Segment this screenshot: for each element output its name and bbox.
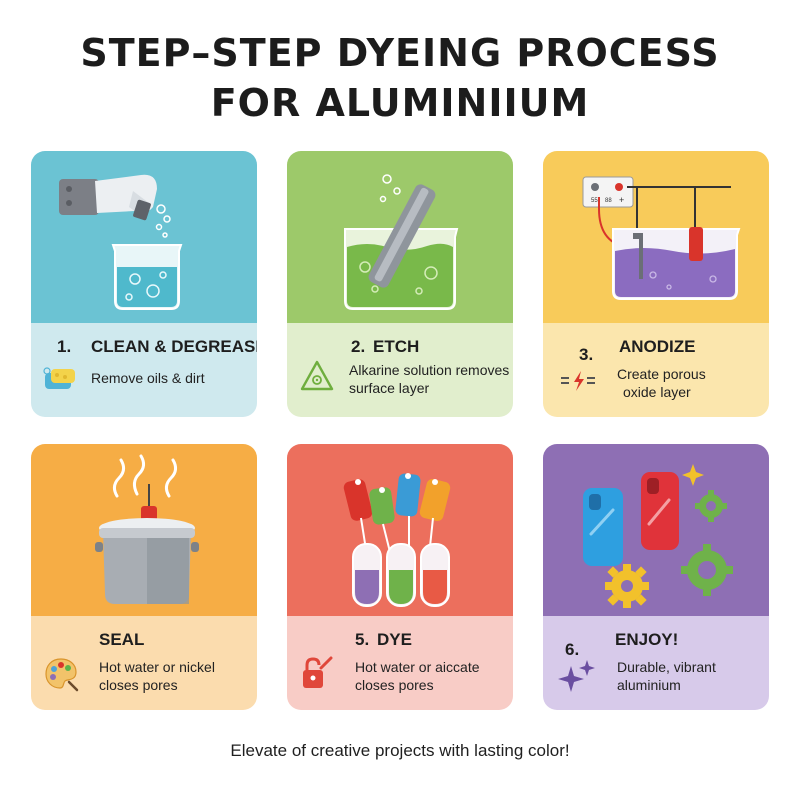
hazard-icon <box>300 360 334 391</box>
etch-beaker-illustration <box>344 174 459 310</box>
sponge-icon <box>43 367 75 389</box>
step-number: 1. <box>57 337 72 356</box>
card-clean-panel: 1. CLEAN & DEGREASE Remove oils & dirt <box>31 323 257 417</box>
card-clean: 1. CLEAN & DEGREASE Remove oils & dirt <box>31 151 257 417</box>
step-description-line-2: aluminium <box>617 677 681 693</box>
step-description-line-2: surface layer <box>349 380 430 396</box>
step-description-line-1: Hot water or nickel <box>99 659 215 675</box>
step-description: Remove oils & dirt <box>91 370 205 386</box>
step-description-line-2: closes pores <box>355 677 434 693</box>
footer-tagline: Elevate of creative projects with lastin… <box>230 741 570 760</box>
card-dye: 5. DYE Hot water or aiccate closes pores <box>287 444 513 710</box>
padlock-brush-icon <box>303 656 333 688</box>
dye-tubes-illustration <box>343 473 451 607</box>
card-seal-panel: SEAL Hot water or nickel closes pores <box>31 616 257 710</box>
power-supply-label-a: 55 <box>591 198 598 204</box>
card-enjoy-panel: 6. ENJOY! Durable, vibrant aluminium <box>543 616 769 710</box>
card-etch-panel: 2. ETCH Alkarine solution removes surfac… <box>287 323 513 417</box>
electric-icon <box>561 371 595 391</box>
power-supply-label-b: 88 <box>605 198 612 204</box>
card-dye-panel: 5. DYE Hot water or aiccate closes pores <box>287 616 513 710</box>
step-title: DYE <box>377 630 412 649</box>
step-description-line-2: closes pores <box>99 677 178 693</box>
card-clean-art <box>31 151 257 323</box>
step-description-line-1: Durable, vibrant <box>617 659 716 675</box>
step-description-line-1: Alkarine solution removes <box>349 362 510 378</box>
step-number: 3. <box>579 345 594 364</box>
card-seal-art <box>31 444 257 616</box>
card-enjoy-art <box>543 444 769 616</box>
card-anodize-panel: 3. ANODIZE Create porous oxide layer <box>543 323 769 417</box>
steaming-pot-illustration <box>95 454 199 604</box>
step-number: 2. <box>351 337 366 356</box>
anodize-tank-illustration: 55 88 + <box>582 176 741 300</box>
card-anodize: 55 88 + 3. ANODIZE Create porous <box>543 151 769 417</box>
phone-cases-gears-illustration <box>583 464 733 608</box>
palette-icon <box>45 658 79 692</box>
step-title: CLEAN & DEGREASE <box>91 337 257 356</box>
step-title: ANODIZE <box>619 337 696 356</box>
svg-text:+: + <box>619 195 624 205</box>
sparkle-icon <box>558 660 595 692</box>
card-etch-art <box>287 151 513 323</box>
title-line-1: STEP–STEP DYEING PROCESS <box>80 31 720 75</box>
card-anodize-art: 55 88 + <box>543 151 769 323</box>
card-seal: SEAL Hot water or nickel closes pores <box>31 444 257 710</box>
step-description-line-2: oxide layer <box>623 384 691 400</box>
step-title: SEAL <box>99 630 145 649</box>
title-line-2: FOR ALUMINIIUM <box>210 81 590 125</box>
step-number: 5. <box>355 630 370 649</box>
hand-beaker-illustration <box>59 174 183 310</box>
card-enjoy: 6. ENJOY! Durable, vibrant aluminium <box>543 444 769 710</box>
step-title: ETCH <box>373 337 420 356</box>
step-description-line-1: Hot water or aiccate <box>355 659 480 675</box>
step-number: 6. <box>565 640 580 659</box>
card-etch: 2. ETCH Alkarine solution removes surfac… <box>287 151 513 417</box>
card-dye-art <box>287 444 513 616</box>
page-title: STEP–STEP DYEING PROCESS FOR ALUMINIIUM <box>0 28 800 128</box>
step-description-line-1: Create porous <box>617 366 706 382</box>
step-title: ENJOY! <box>615 630 679 649</box>
